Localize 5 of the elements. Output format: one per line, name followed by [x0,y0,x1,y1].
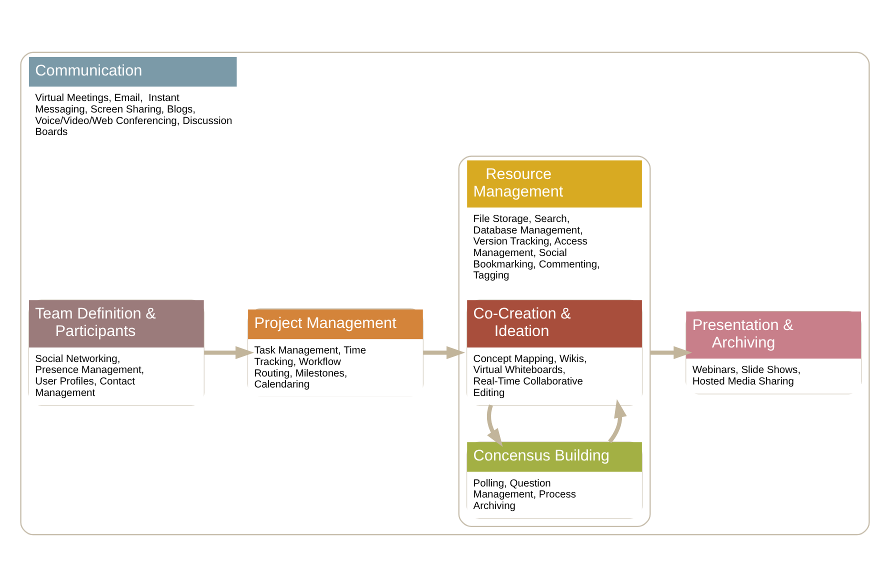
arrow [423,346,466,359]
arrow [486,404,503,446]
arrow [204,346,254,359]
arrow [650,346,692,359]
arrow [608,398,627,443]
